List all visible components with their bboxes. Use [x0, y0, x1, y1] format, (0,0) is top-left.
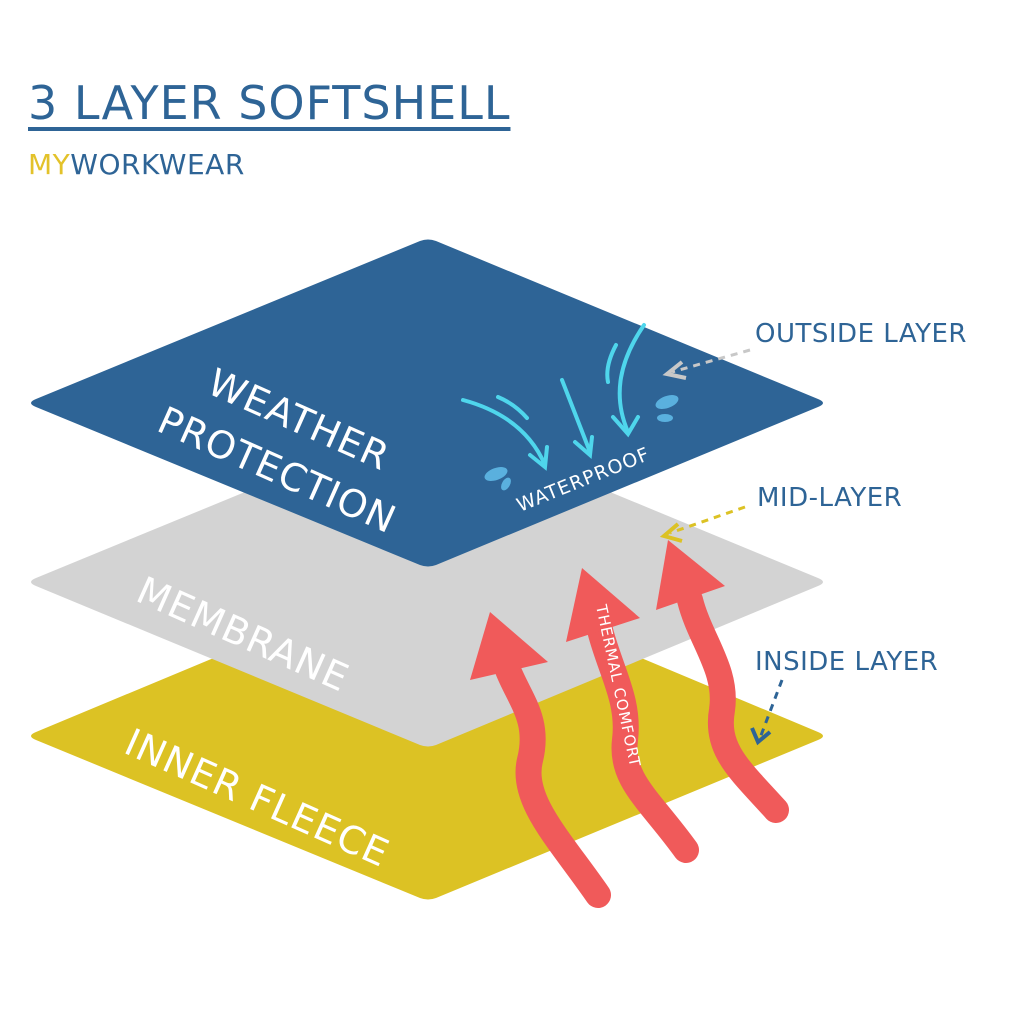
weather-protection-layer	[31, 239, 823, 567]
membrane-layer	[31, 418, 823, 747]
heat-arrow-3	[677, 587, 789, 823]
rain-arrows	[461, 323, 646, 471]
mid-pointer	[669, 505, 746, 535]
page-title: 3 LAYER SOFTSHELL	[28, 76, 511, 130]
brand-my: MY	[28, 148, 71, 181]
heat-arrow-2	[587, 617, 699, 863]
water-splash-icons	[484, 395, 679, 491]
outside-pointer	[671, 348, 751, 374]
outside-layer-callout: OUTSIDE LAYER	[755, 319, 967, 349]
mid-layer-callout: MID-LAYER	[757, 483, 902, 513]
heat-arrowhead-3	[656, 540, 725, 610]
inside-layer-callout: INSIDE LAYER	[755, 647, 938, 677]
heat-arrowhead-1	[470, 612, 548, 680]
heat-arrow-1	[495, 657, 611, 908]
heat-arrows	[495, 587, 789, 908]
heat-arrowhead-2	[566, 568, 640, 642]
inside-pointer	[758, 679, 784, 739]
brand-logo: MYWORKWEAR	[28, 148, 245, 181]
brand-workwear: WORKWEAR	[70, 148, 245, 181]
